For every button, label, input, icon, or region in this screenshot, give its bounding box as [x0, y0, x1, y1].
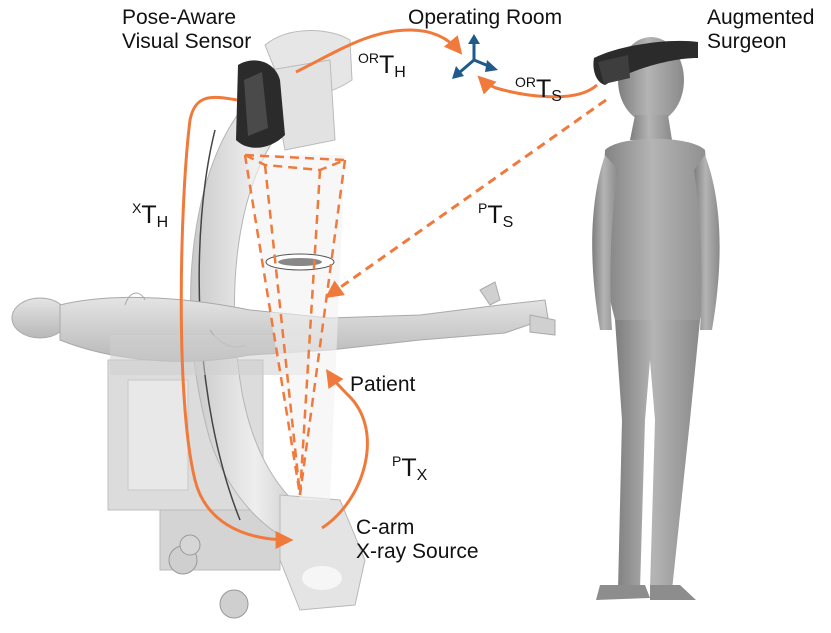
- x-ray-source-block: [279, 494, 366, 611]
- transform-label-or-t-s: ORTS: [515, 68, 562, 111]
- arrow-p-t-x: [321, 369, 369, 530]
- label-carm-line2: X-ray Source: [356, 540, 479, 563]
- transform-x-t-h-main: T: [141, 201, 157, 229]
- transform-or-t-s-sub: S: [551, 88, 562, 105]
- transform-arrows: [179, 28, 607, 549]
- label-surgeon-line1: Augmented: [707, 6, 815, 29]
- label-sensor-line2: Visual Sensor: [122, 30, 252, 53]
- transform-p-t-x-sup: P: [392, 453, 402, 469]
- arrow-or-t-s: [477, 75, 599, 99]
- label-surgeon-line2: Surgeon: [707, 30, 787, 53]
- transform-p-t-x-sub: X: [416, 467, 428, 484]
- label-patient: Patient: [350, 373, 416, 396]
- transform-or-t-h-main: T: [379, 51, 395, 79]
- surgeon-figure: [592, 37, 720, 600]
- transform-p-t-s-sup: P: [478, 200, 488, 216]
- transform-label-p-t-s: PTS: [478, 194, 513, 237]
- transform-or-t-s-main: T: [536, 75, 552, 103]
- transform-p-t-x-main: T: [401, 454, 417, 482]
- transform-p-t-s-main: T: [487, 201, 503, 229]
- transform-p-t-s-sub: S: [502, 214, 514, 231]
- c-arm-headset: [236, 60, 285, 148]
- transform-or-t-h-sub: H: [394, 64, 406, 81]
- transform-or-t-h-sup: OR: [358, 50, 379, 66]
- transform-x-t-h-sup: X: [132, 200, 142, 216]
- sensor-frustum: [243, 153, 347, 496]
- label-operating-room: Operating Room: [408, 6, 563, 29]
- transform-label-p-t-x: PTX: [392, 447, 427, 490]
- x-ray-beam: [245, 155, 345, 500]
- operating-room-frame-icon: [452, 34, 498, 79]
- c-arm-arc: [190, 30, 353, 546]
- transform-x-t-h-sub: H: [156, 214, 169, 231]
- transform-label-or-t-h: ORTH: [358, 44, 406, 87]
- surgeon-headset: [593, 40, 698, 85]
- transform-label-x-t-h: XTH: [132, 194, 168, 237]
- arrow-x-t-h: [179, 95, 294, 549]
- label-sensor-line1: Pose-Aware: [122, 6, 237, 29]
- transform-or-t-s-sup: OR: [515, 74, 536, 90]
- arrow-p-t-s: [325, 98, 607, 299]
- label-carm-line1: C-arm: [356, 516, 415, 539]
- arrow-or-t-h: [295, 28, 463, 74]
